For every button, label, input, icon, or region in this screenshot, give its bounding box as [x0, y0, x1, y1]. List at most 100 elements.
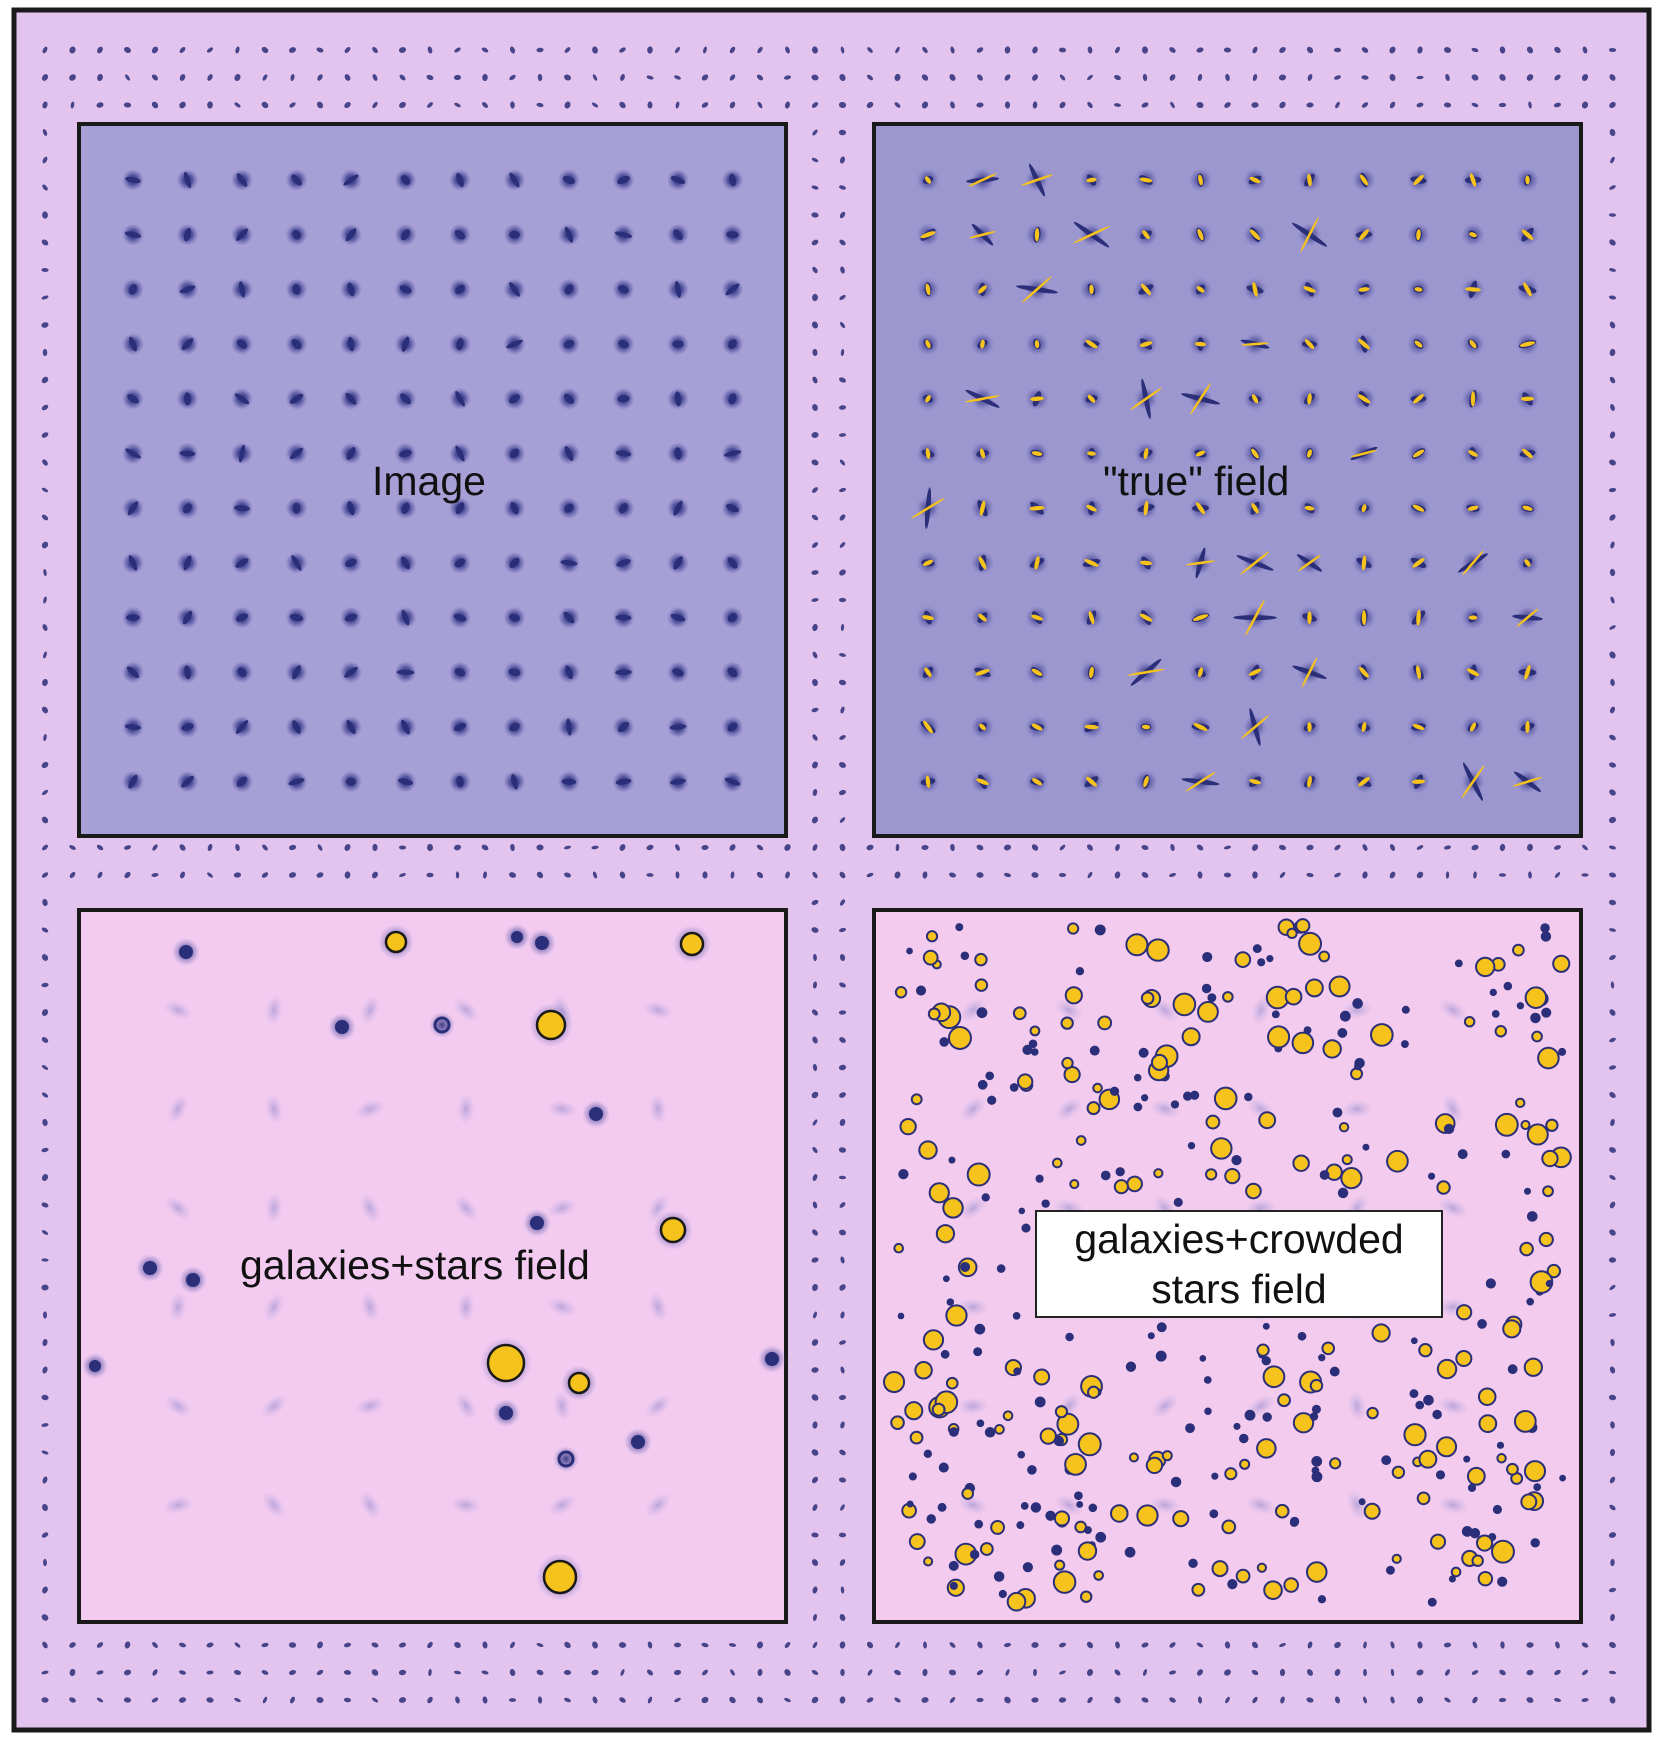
border-source	[372, 843, 378, 852]
image-source	[453, 613, 467, 622]
border-source	[344, 871, 351, 879]
border-source	[41, 295, 49, 300]
border-source	[1361, 102, 1369, 108]
true-source	[1468, 615, 1478, 620]
border-source	[811, 74, 819, 81]
border-source	[1169, 1697, 1176, 1703]
border-source	[1608, 1670, 1617, 1675]
crowded-bright-star	[1494, 1024, 1508, 1038]
border-source	[262, 1696, 268, 1704]
true-source	[1130, 387, 1162, 410]
border-source	[1471, 1670, 1479, 1675]
border-source	[42, 184, 48, 191]
crowded-bright-star	[931, 1402, 946, 1417]
crowded-star	[1156, 1322, 1167, 1333]
border-source	[812, 1311, 818, 1319]
border-source	[41, 1614, 49, 1621]
true-source	[1467, 505, 1479, 511]
border-source	[1609, 1476, 1616, 1484]
border-source	[673, 1642, 682, 1648]
border-source	[976, 844, 984, 851]
border-source	[729, 46, 736, 54]
faint-galaxy	[1054, 998, 1084, 1022]
border-source	[1087, 844, 1093, 851]
crowded-star	[1199, 1355, 1207, 1362]
border-source	[509, 1668, 516, 1677]
true-source	[1522, 505, 1533, 511]
image-source	[563, 393, 575, 404]
crowded-bright-star	[1002, 1410, 1014, 1422]
border-source	[838, 101, 847, 109]
border-source	[42, 898, 48, 907]
border-source	[1115, 1641, 1120, 1649]
true-source	[1089, 666, 1094, 679]
border-source	[1004, 74, 1011, 81]
image-source	[289, 614, 304, 622]
true-source	[1300, 216, 1319, 253]
border-source	[1251, 1669, 1259, 1676]
border-source	[950, 46, 955, 54]
border-source	[839, 74, 846, 81]
faint-galaxy	[360, 1291, 380, 1323]
border-source	[839, 789, 846, 796]
border-source	[372, 871, 378, 879]
border-source	[592, 74, 598, 81]
true-source	[1241, 342, 1269, 346]
border-source	[426, 872, 434, 878]
true-source	[1031, 668, 1043, 676]
crowded-bright-star	[947, 1026, 972, 1050]
crowded-star	[1022, 1562, 1033, 1573]
image-source	[124, 724, 142, 730]
crowded-star	[939, 1037, 950, 1047]
image-source	[674, 447, 682, 460]
border-source	[1608, 872, 1617, 878]
border-source	[344, 46, 351, 54]
true-source	[1469, 173, 1477, 187]
border-source	[812, 403, 818, 412]
true-source	[1086, 177, 1097, 183]
image-source	[509, 722, 520, 732]
crowded-bright-star	[893, 1242, 905, 1254]
border-source	[838, 1147, 847, 1153]
crowded-star	[1109, 1086, 1120, 1096]
true-source	[1197, 667, 1204, 678]
border-source	[1389, 101, 1396, 109]
true-source	[1521, 229, 1534, 240]
image-source	[727, 722, 738, 732]
crowded-bright-star	[1128, 1452, 1139, 1463]
true-source	[1358, 338, 1370, 350]
image-source	[727, 612, 738, 623]
border-source	[508, 1698, 517, 1702]
border-source	[1032, 74, 1038, 81]
image-source	[454, 668, 466, 677]
image-source	[291, 555, 302, 571]
border-source	[1443, 1642, 1452, 1648]
border-source	[866, 74, 874, 81]
border-source	[1472, 1696, 1478, 1704]
border-source	[1416, 871, 1424, 879]
crowded-bright-star	[1077, 1541, 1098, 1561]
border-source	[1609, 348, 1616, 357]
border-source	[41, 432, 49, 438]
border-source	[290, 73, 295, 82]
true-source	[1087, 451, 1096, 456]
crowded-star	[1188, 1558, 1198, 1569]
crowded-bright-star	[1191, 1582, 1206, 1597]
faint-galaxy	[450, 1495, 482, 1515]
border-source	[1390, 1696, 1395, 1704]
true-source	[925, 395, 931, 403]
border-source	[1609, 1696, 1616, 1704]
border-source	[1003, 872, 1012, 878]
panel-galaxies-stars-sources	[82, 924, 786, 1601]
border-source	[151, 74, 159, 81]
true-source	[1416, 609, 1421, 626]
border-source	[1471, 74, 1479, 81]
border-source	[811, 1339, 819, 1346]
border-source	[96, 1697, 104, 1703]
true-source	[1089, 284, 1094, 295]
image-source	[347, 501, 355, 516]
crowded-star	[948, 1427, 959, 1437]
border-source	[1087, 101, 1093, 109]
border-source	[290, 1696, 295, 1704]
border-source	[1609, 1229, 1616, 1236]
